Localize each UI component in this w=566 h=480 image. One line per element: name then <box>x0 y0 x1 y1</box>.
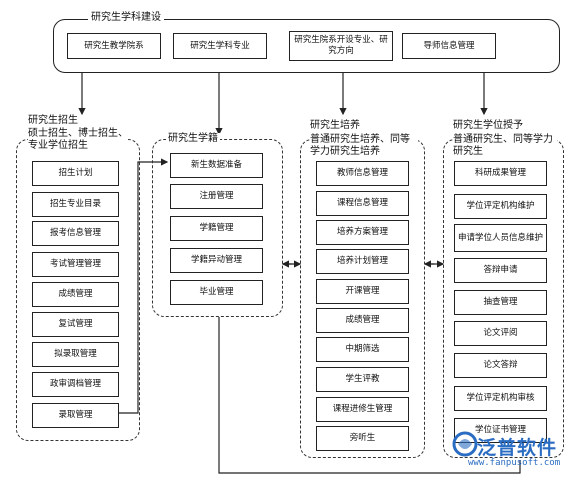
training-item[interactable]: 旁听生 <box>316 426 409 451</box>
training-item[interactable]: 培养方案管理 <box>316 220 409 245</box>
recruit-item[interactable]: 政审调档管理 <box>32 372 119 397</box>
group-training-title: 研究生培养 <box>310 120 360 132</box>
watermark-brand: 泛普软件 <box>477 437 558 459</box>
status-item[interactable]: 新生数据准备 <box>170 153 263 178</box>
training-item[interactable]: 成绩管理 <box>316 308 409 333</box>
status-item[interactable]: 学籍管理 <box>170 216 263 241</box>
training-item[interactable]: 课程信息管理 <box>316 191 409 216</box>
degree-item[interactable]: 学位评定机构维护 <box>454 194 547 219</box>
top-item-advisors[interactable]: 导师信息管理 <box>402 33 496 59</box>
line-status-to-degree-bottom <box>218 317 521 474</box>
training-item[interactable]: 培养计划管理 <box>316 249 409 274</box>
top-frame-title: 研究生学科建设 <box>88 12 164 24</box>
status-item[interactable]: 学籍异动管理 <box>170 248 263 273</box>
watermark-url: www.fanpusoft.com <box>468 458 561 468</box>
training-item[interactable]: 开课管理 <box>316 279 409 304</box>
group-recruit-title: 研究生招生 <box>28 115 78 127</box>
recruit-item[interactable]: 报考信息管理 <box>32 221 119 246</box>
training-item[interactable]: 课程进修生管理 <box>316 397 409 422</box>
status-item[interactable]: 毕业管理 <box>170 280 263 305</box>
training-item[interactable]: 学生评教 <box>316 367 409 392</box>
training-item[interactable]: 中期筛选 <box>316 337 409 362</box>
group-recruit-subtitle: 硕士招生、博士招生、专业学位招生 <box>28 128 128 152</box>
recruit-item[interactable]: 拟录取管理 <box>32 342 119 367</box>
watermark-logo-icon <box>452 431 478 457</box>
top-frame-discipline <box>53 19 560 73</box>
degree-item[interactable]: 论文评阅 <box>454 321 547 346</box>
degree-item[interactable]: 抽查管理 <box>454 290 547 315</box>
top-item-directions[interactable]: 研究生院系开设专业、研究方向 <box>289 31 393 61</box>
recruit-item[interactable]: 录取管理 <box>32 403 119 428</box>
degree-item[interactable]: 答辩申请 <box>454 258 547 283</box>
recruit-item[interactable]: 招生计划 <box>32 161 119 186</box>
degree-item[interactable]: 科研成果管理 <box>454 161 547 186</box>
recruit-item[interactable]: 复试管理 <box>32 312 119 337</box>
top-item-departments[interactable]: 研究生教学院系 <box>67 33 161 59</box>
degree-item[interactable]: 学位评定机构审核 <box>454 386 547 411</box>
degree-item[interactable]: 学位证书管理 <box>454 418 547 443</box>
degree-item[interactable]: 论文答辩 <box>454 353 547 378</box>
group-training-subtitle: 普通研究生培养、同等学力研究生培养 <box>310 134 418 158</box>
degree-item[interactable]: 申请学位人员信息维护 <box>454 224 547 252</box>
recruit-item[interactable]: 招生专业目录 <box>32 192 119 217</box>
recruit-item[interactable]: 成绩管理 <box>32 282 119 307</box>
status-item[interactable]: 注册管理 <box>170 184 263 209</box>
recruit-item[interactable]: 考试管理管理 <box>32 252 119 277</box>
group-degree-title: 研究生学位授予 <box>453 120 523 132</box>
group-degree-subtitle: 普通研究生、同等学力研究生 <box>453 134 557 158</box>
training-item[interactable]: 教师信息管理 <box>316 161 409 186</box>
group-status-title: 研究生学籍 <box>166 133 220 145</box>
top-item-majors[interactable]: 研究生学科专业 <box>173 33 267 59</box>
